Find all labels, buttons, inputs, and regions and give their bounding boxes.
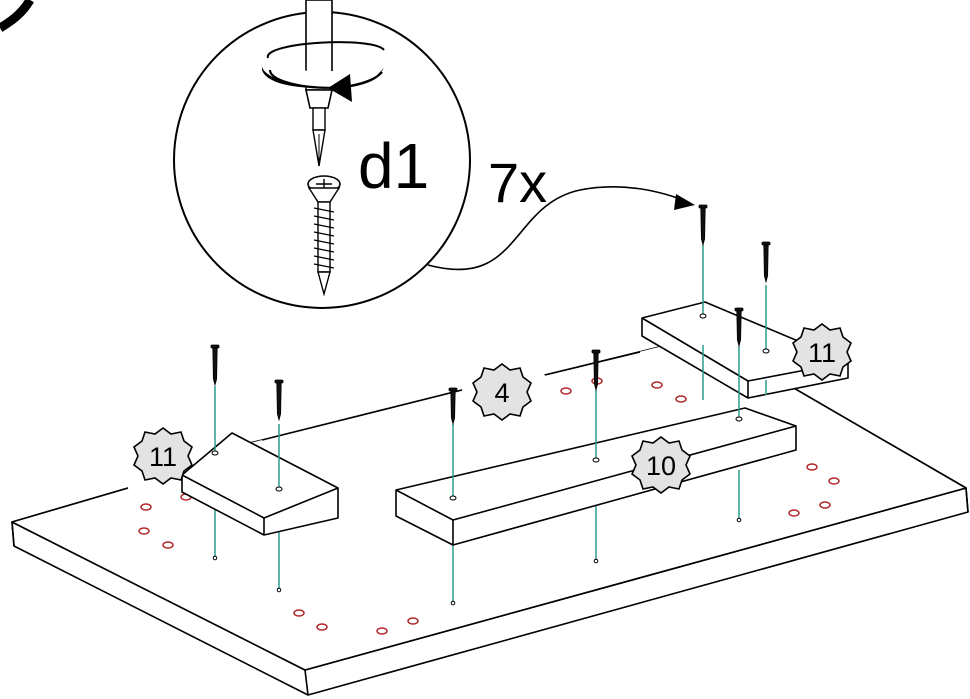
left-block [181, 432, 339, 536]
screw [734, 307, 744, 348]
screw [761, 241, 771, 284]
badge-part-11-right: 11 [792, 323, 852, 381]
screw [448, 387, 458, 426]
screw [210, 344, 220, 387]
badge-part-11-left: 11 [133, 427, 193, 485]
screw [698, 204, 708, 247]
screws [210, 204, 771, 426]
badge-part-10: 10 [631, 436, 691, 494]
quantity-label: 7x [488, 151, 547, 214]
tool-label: d1 [358, 130, 429, 202]
screw-detail-icon [307, 175, 341, 297]
badge-label: 4 [494, 378, 509, 408]
arrow-head-icon [674, 194, 695, 210]
pointer-arrow [427, 186, 691, 271]
badge-label: 11 [808, 338, 836, 368]
screw [591, 349, 601, 392]
upper-guide-lines [211, 245, 770, 501]
badge-label: 11 [149, 442, 177, 472]
lower-guide-lines [212, 470, 742, 606]
step-number-fragment [0, 0, 34, 32]
badge-part-4: 4 [472, 363, 532, 421]
detail-callout: d1 [173, 0, 471, 309]
rotate-arrow-icon [328, 74, 352, 102]
badge-label: 10 [646, 451, 676, 481]
screw [274, 379, 284, 422]
screwdriver-icon [261, 0, 385, 167]
